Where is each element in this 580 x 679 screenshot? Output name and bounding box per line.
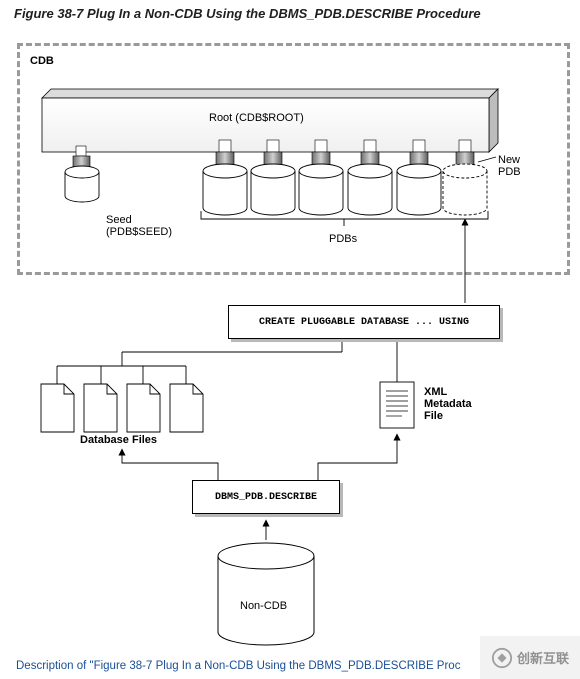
cdb-label: CDB: [30, 55, 54, 67]
new-pdb: [442, 139, 497, 216]
describe-output-arrows: [118, 433, 401, 480]
new-pdb-label-line1: New: [498, 154, 521, 166]
cdb-container: [17, 43, 570, 275]
dbms-pdb-describe-box: DBMS_PDB.DESCRIBE: [192, 480, 340, 514]
xml-label-line2: Metadata: [424, 398, 472, 410]
pdb-1: [202, 139, 248, 216]
figure-description-link[interactable]: Description of "Figure 38-7 Plug In a No…: [16, 660, 461, 672]
pdbs-bracket: [200, 211, 489, 220]
xml-label-line3: File: [424, 410, 443, 422]
figure-title: Figure 38-7 Plug In a Non-CDB Using the …: [14, 6, 481, 21]
file-icon-3: [126, 383, 161, 433]
seed-label-line1: Seed: [106, 214, 132, 226]
watermark: 创新互联: [480, 636, 580, 679]
watermark-logo-icon: [491, 647, 513, 668]
pdb-5: [396, 139, 442, 216]
watermark-text: 创新互联: [516, 651, 569, 666]
root-label: Root (CDB$ROOT): [209, 112, 304, 124]
file-icon-1: [40, 383, 75, 433]
non-cdb-database: [217, 542, 315, 646]
pdbs-label: PDBs: [329, 233, 358, 245]
database-files-label: Database Files: [80, 434, 158, 446]
pdb-2: [250, 139, 296, 216]
non-cdb-label: Non-CDB: [240, 600, 288, 612]
create-pluggable-command-box: CREATE PLUGGABLE DATABASE ... USING: [228, 305, 500, 339]
xml-document-icon: [379, 381, 415, 429]
file-icon-4: [169, 383, 204, 433]
xml-label-line1: XML: [424, 386, 448, 398]
seed-database: [64, 145, 100, 203]
file-icon-2: [83, 383, 118, 433]
seed-label-line2: (PDB$SEED): [106, 226, 173, 238]
new-pdb-label-line2: PDB: [498, 166, 521, 178]
files-branch-lines: [56, 339, 398, 384]
pdb-4: [347, 139, 393, 216]
pdb-3: [298, 139, 344, 216]
